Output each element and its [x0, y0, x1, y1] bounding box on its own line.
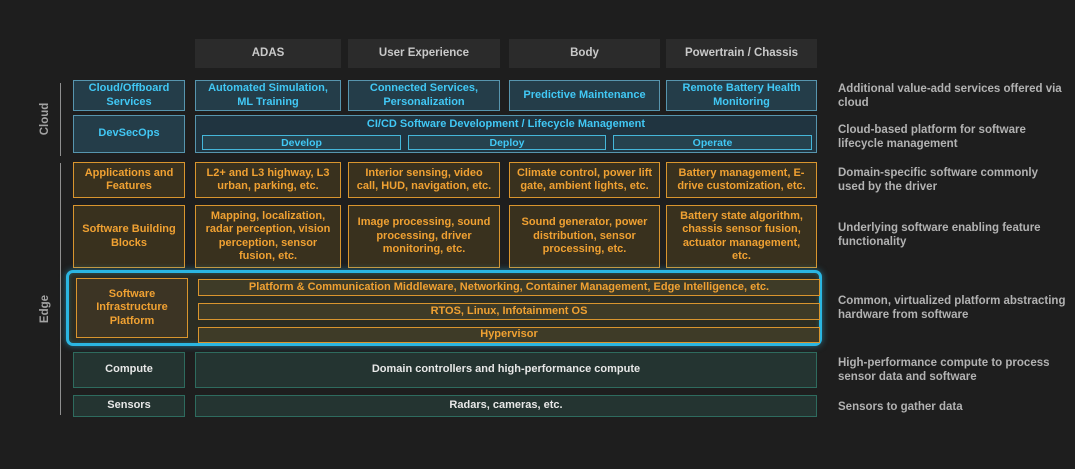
cell-image-processing: Image processing, sound processing, driv… — [348, 205, 500, 268]
column-header-user-experience: User Experience — [348, 39, 500, 68]
annotation-compute: High-performance compute to process sens… — [838, 357, 1050, 384]
row-label-compute: Compute — [73, 352, 185, 388]
annotation-applications: Domain-specific software commonly used b… — [838, 167, 1039, 194]
cell-connected-services: Connected Services, Personalization — [348, 80, 500, 111]
annotation-devsecops: Cloud-based platform for software lifecy… — [838, 124, 1026, 151]
cicd-stage-develop: Develop — [202, 135, 401, 150]
cell-radars-cameras: Radars, cameras, etc. — [195, 395, 817, 417]
cicd-stage-operate: Operate — [613, 135, 812, 150]
bar-middleware: Platform & Communication Middleware, Net… — [198, 279, 820, 296]
cell-automated-simulation: Automated Simulation, ML Training — [195, 80, 341, 111]
cell-domain-controllers: Domain controllers and high-performance … — [195, 352, 817, 388]
row-label-applications-features: Applications and Features — [73, 162, 185, 198]
cell-battery-management: Battery management, E-drive customizatio… — [666, 162, 817, 198]
row-label-sensors: Sensors — [73, 395, 185, 417]
row-label-software-infrastructure-platform: Software Infrastructure Platform — [76, 278, 188, 338]
column-header-body: Body — [509, 39, 660, 68]
bar-operating-systems: RTOS, Linux, Infotainment OS — [198, 303, 820, 320]
cell-sound-generator: Sound generator, power distribution, sen… — [509, 205, 660, 268]
annotation-sensors: Sensors to gather data — [838, 401, 963, 413]
infrastructure-highlight-frame: Software Infrastructure Platform Platfor… — [66, 270, 822, 346]
annotation-infrastructure: Common, virtualized platform abstracting… — [838, 295, 1066, 322]
group-label-cloud: Cloud — [39, 102, 51, 136]
cicd-title: CI/CD Software Development / Lifecycle M… — [366, 118, 646, 130]
row-label-cloud-offboard-services: Cloud/Offboard Services — [73, 80, 185, 111]
cicd-container: CI/CD Software Development / Lifecycle M… — [195, 115, 817, 153]
cell-interior-sensing: Interior sensing, video call, HUD, navig… — [348, 162, 500, 198]
column-header-adas: ADAS — [195, 39, 341, 68]
row-label-software-building-blocks: Software Building Blocks — [73, 205, 185, 268]
cell-mapping-localization: Mapping, localization, radar perception,… — [195, 205, 341, 268]
cell-l2-l3-highway: L2+ and L3 highway, L3 urban, parking, e… — [195, 162, 341, 198]
column-header-powertrain-chassis: Powertrain / Chassis — [666, 39, 817, 68]
cell-remote-battery-health: Remote Battery Health Monitoring — [666, 80, 817, 111]
row-label-devsecops: DevSecOps — [73, 115, 185, 153]
edge-bracket-line — [60, 163, 61, 415]
cell-battery-state-algorithm: Battery state algorithm, chassis sensor … — [666, 205, 817, 268]
cicd-stage-deploy: Deploy — [408, 135, 606, 150]
bar-hypervisor: Hypervisor — [198, 327, 820, 343]
annotation-cloud-services: Additional value-add services offered vi… — [838, 83, 1062, 110]
cloud-bracket-line — [60, 83, 61, 156]
annotation-building-blocks: Underlying software enabling feature fun… — [838, 222, 1041, 249]
group-label-edge: Edge — [39, 294, 51, 324]
cell-predictive-maintenance: Predictive Maintenance — [509, 80, 660, 111]
cell-climate-control: Climate control, power lift gate, ambien… — [509, 162, 660, 198]
